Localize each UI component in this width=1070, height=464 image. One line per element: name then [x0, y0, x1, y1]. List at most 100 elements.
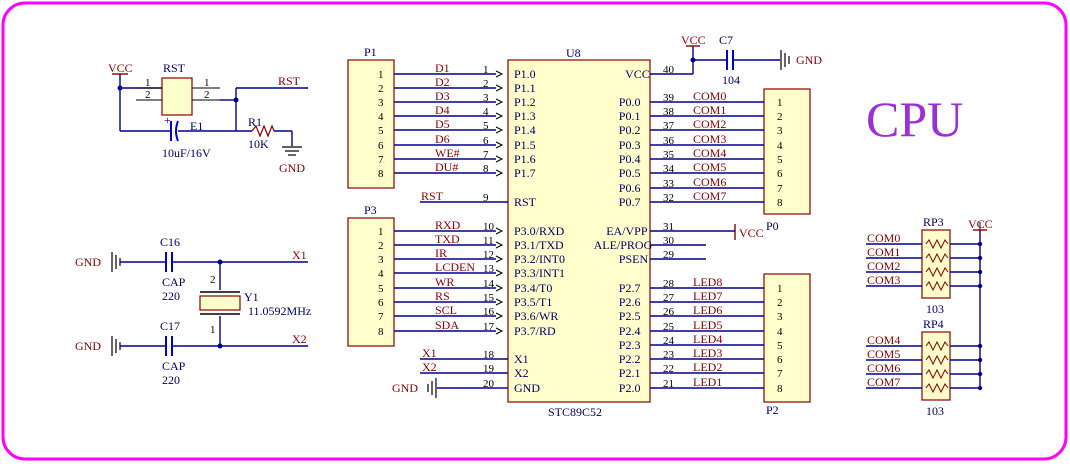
io-arrow-10: [495, 227, 504, 235]
rp-resistor-COM5: [925, 354, 949, 366]
u8-pin-name-14: P3.4/T0: [514, 281, 552, 295]
x1-net-label: X1: [292, 248, 307, 262]
u8-pin-name-27: P2.6: [619, 295, 641, 309]
u8-pin-name-10: P3.0/RXD: [514, 224, 565, 238]
c17-ref: C17: [160, 319, 180, 333]
rp-net-label-COM4: COM4: [867, 333, 900, 347]
c17-gnd-label: GND: [75, 339, 101, 353]
header-p1-pin-1: 1: [378, 69, 384, 81]
c7-value: 104: [722, 73, 740, 87]
u8-pin-num-27: 27: [663, 292, 675, 304]
u8-pin-name-16: P3.6/WR: [514, 309, 558, 323]
header-p3-pin-6: 6: [378, 297, 384, 309]
rp-net-label-COM6: COM6: [867, 361, 900, 375]
u8-pin-name-13: P3.3/INT1: [514, 266, 565, 280]
c17-value: 220: [162, 373, 180, 387]
y1-value: 11.0592MHz: [248, 304, 311, 318]
y1-pin-bottom: 1: [210, 324, 216, 336]
header-p1-ref: P1: [364, 45, 377, 59]
header-p0-pin-1: 1: [777, 97, 783, 109]
c16-gnd-label: GND: [75, 255, 101, 269]
net-label-IR: IR: [435, 246, 447, 260]
rp-resistor-COM0: [925, 238, 949, 250]
u8-pin-name-15: P3.5/T1: [514, 295, 552, 309]
io-arrow-17: [495, 327, 504, 335]
u8-pin-name-19: X2: [514, 366, 529, 380]
rp-net-label-COM7: COM7: [867, 375, 900, 389]
io-arrow-3: [495, 98, 504, 106]
rp-vcc-label: VCC: [968, 217, 993, 231]
rp-net-label-COM2: COM2: [867, 259, 900, 273]
rp-resistor-COM6: [925, 368, 949, 380]
rp-net-label-COM0: COM0: [867, 231, 900, 245]
io-arrow-2: [495, 84, 504, 92]
r1-symbol: [251, 124, 275, 138]
u8-pin-num-11: 11: [483, 235, 494, 247]
u8-pin-num-40: 40: [663, 64, 675, 76]
header-p3-pin-1: 1: [378, 226, 384, 238]
rp-net-label-COM3: COM3: [867, 273, 900, 287]
junction-x2: [217, 343, 223, 349]
io-arrow-11: [495, 241, 504, 249]
u8-pin-name-30: ALE/PROG: [594, 238, 653, 252]
header-p2-pin-1: 1: [777, 283, 783, 295]
e1-ref: E1: [190, 119, 203, 133]
vcc-top-label: VCC: [681, 33, 706, 47]
net-label-LED6: LED6: [693, 303, 722, 317]
net-label-WR: WR: [435, 275, 454, 289]
net-label-LED2: LED2: [693, 360, 722, 374]
net-label-u8-X2: X2: [422, 360, 437, 374]
u8-pin-name-3: P1.2: [514, 95, 536, 109]
net-label-LED1: LED1: [693, 375, 722, 389]
u8-pin-num-16: 16: [483, 306, 495, 318]
u8-pin-name-28: P2.7: [619, 281, 641, 295]
rp-resistor-COM2: [925, 266, 949, 278]
io-arrow-15: [495, 298, 504, 306]
rp4-value: 103: [926, 404, 944, 418]
net-label-u8-X1: X1: [422, 346, 437, 360]
u8-pin-num-19: 19: [483, 363, 495, 375]
net-label-LED7: LED7: [693, 289, 722, 303]
u8-pin-name-17: P3.7/RD: [514, 324, 556, 338]
net-label-LED8: LED8: [693, 275, 722, 289]
u8-pin-num-25: 25: [663, 321, 675, 333]
u8-pin-num-12: 12: [483, 249, 494, 261]
u8-pin-name-20: GND: [514, 381, 540, 395]
rst-pin-b: 1: [204, 77, 210, 89]
net-label-D1: D1: [435, 61, 450, 75]
header-p0-pin-6: 6: [777, 168, 783, 180]
io-arrow-16: [495, 312, 504, 320]
ea-vcc-label: VCC: [739, 226, 764, 240]
u8-pin-name-36: P0.3: [619, 138, 641, 152]
u8-pin-num-14: 14: [483, 278, 495, 290]
rp3-body: [921, 229, 951, 299]
y1-ref: Y1: [244, 290, 259, 304]
u8-pin-num-18: 18: [483, 349, 495, 361]
u8-pin-name-7: P1.6: [514, 152, 536, 166]
net-label-D5: D5: [435, 117, 450, 131]
u8-pin-num-36: 36: [663, 135, 675, 147]
u8-pin-name-33: P0.6: [619, 181, 641, 195]
net-label-COM2: COM2: [693, 117, 726, 131]
rst-pin-d: 2: [204, 89, 210, 101]
u8-pin-name-1: P1.0: [514, 67, 536, 81]
io-arrow-14: [495, 284, 504, 292]
header-p1-body: [347, 59, 395, 189]
net-label-LED4: LED4: [693, 332, 722, 346]
header-p2-body: [763, 273, 811, 403]
u8-pin-name-18: X1: [514, 352, 529, 366]
net-label-RS: RS: [435, 289, 450, 303]
net-label-DU#: DU#: [435, 160, 458, 174]
net-label-D2: D2: [435, 75, 450, 89]
header-p0-pin-5: 5: [777, 154, 783, 166]
u8-pin-name-37: P0.2: [619, 123, 641, 137]
io-arrow-5: [495, 126, 504, 134]
u8-left-pins: P1.01D1P1.12D2P1.23D3P1.34D4P1.45D5P1.56…: [394, 61, 565, 395]
net-label-SDA: SDA: [435, 318, 459, 332]
rst-switch-ref: RST: [163, 61, 186, 75]
u8-pin-num-35: 35: [663, 149, 675, 161]
rp3-value: 103: [926, 302, 944, 316]
u8-pin-name-26: P2.5: [619, 309, 641, 323]
u8-pin-name-29: PSEN: [619, 252, 649, 266]
io-arrow-13: [495, 269, 504, 277]
